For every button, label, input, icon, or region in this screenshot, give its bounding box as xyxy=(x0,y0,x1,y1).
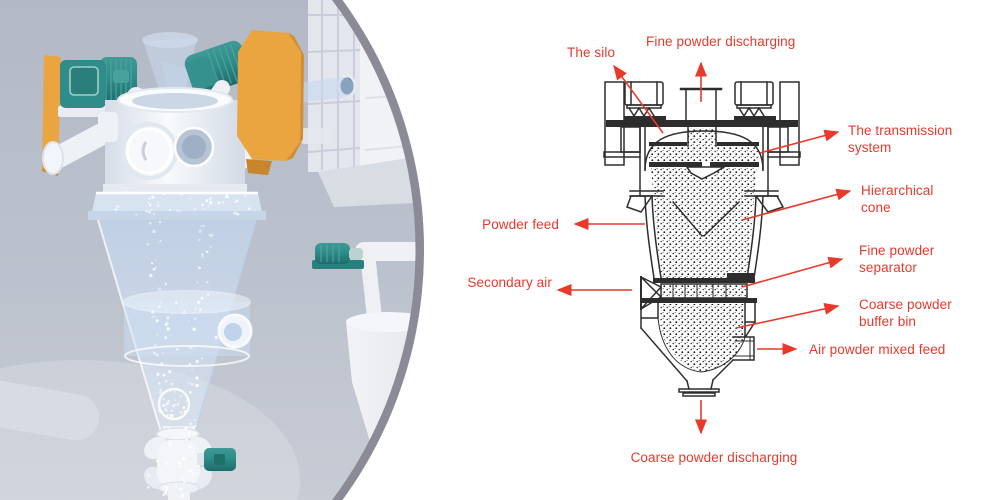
separator-top-rail xyxy=(653,278,755,283)
separator-bottom-rail xyxy=(641,298,757,303)
label-secondary-air: Secondary air xyxy=(467,275,552,290)
arrow-fine-powder-separator xyxy=(741,256,844,288)
mixed-feed-pipe xyxy=(732,336,755,361)
separation-cone xyxy=(98,220,256,432)
separator-band xyxy=(639,273,757,311)
distributor-hat xyxy=(685,166,727,180)
outlet-flange xyxy=(678,379,720,397)
valve-motor xyxy=(197,448,236,471)
transfer-pipe xyxy=(288,77,354,103)
motor-face-plate xyxy=(69,66,99,96)
label-air-powder-mixed-feed: Air powder mixed feed xyxy=(809,342,945,357)
label-the-silo: The silo xyxy=(567,45,615,60)
right-fin xyxy=(754,195,785,213)
label-coarse-powder-discharging: Coarse powder discharging xyxy=(631,450,798,465)
label-powder-feed: Powder feed xyxy=(482,217,559,232)
annotation-arrows xyxy=(556,61,852,435)
schematic-diagram: Fine powder discharging The silo The tra… xyxy=(440,0,1000,500)
arrow-transmission-system xyxy=(759,129,840,154)
particle-stream xyxy=(114,190,251,498)
label-transmission-line2: system xyxy=(848,140,891,155)
photo-ring-border xyxy=(0,0,424,500)
porthole-handle xyxy=(141,141,148,161)
label-transmission-line1: The transmission xyxy=(848,123,952,138)
main-beam xyxy=(606,120,798,127)
background-pipe xyxy=(0,380,100,441)
label-fine-separator-line1: Fine powder xyxy=(859,243,935,258)
dome-arc xyxy=(644,130,764,171)
feed-tray xyxy=(88,191,266,220)
annotation-labels: Fine powder discharging The silo The tra… xyxy=(467,34,952,465)
ring-collar xyxy=(123,290,253,367)
left-fin xyxy=(626,195,654,213)
label-hierarchical-line2: cone xyxy=(861,200,891,215)
label-fine-powder-discharging: Fine powder discharging xyxy=(646,34,795,49)
label-hierarchical-line1: Hierarchical xyxy=(861,183,933,198)
rotary-valve xyxy=(144,426,236,500)
main-classifier xyxy=(42,30,304,500)
silo-dome xyxy=(639,126,769,197)
background-beam xyxy=(298,128,332,144)
label-coarse-buffer-line2: buffer bin xyxy=(859,314,916,329)
arrow-coarse-powder-buffer-bin xyxy=(735,302,840,329)
cabinet-skirt xyxy=(318,155,424,207)
label-fine-separator-line2: separator xyxy=(859,260,917,275)
arrow-the-silo xyxy=(613,64,664,134)
right-damper-zigzag xyxy=(737,106,766,118)
right-motor xyxy=(184,40,251,96)
machine-body xyxy=(42,87,278,193)
motor-junction-box xyxy=(113,70,129,83)
machine-linework xyxy=(603,81,801,397)
right-mount-plate xyxy=(237,30,304,175)
product-photo xyxy=(0,0,424,500)
arrow-hierarchical-cone xyxy=(741,188,852,221)
label-coarse-buffer-line1: Coarse powder xyxy=(859,297,952,312)
hierarchical-cone-lines xyxy=(671,200,741,238)
casing xyxy=(626,190,785,279)
buffer-bin xyxy=(640,302,756,338)
porthole-left xyxy=(125,127,173,175)
left-damper-zigzag xyxy=(627,106,656,118)
background-motor xyxy=(312,243,364,269)
left-nozzle-flange xyxy=(42,141,64,175)
